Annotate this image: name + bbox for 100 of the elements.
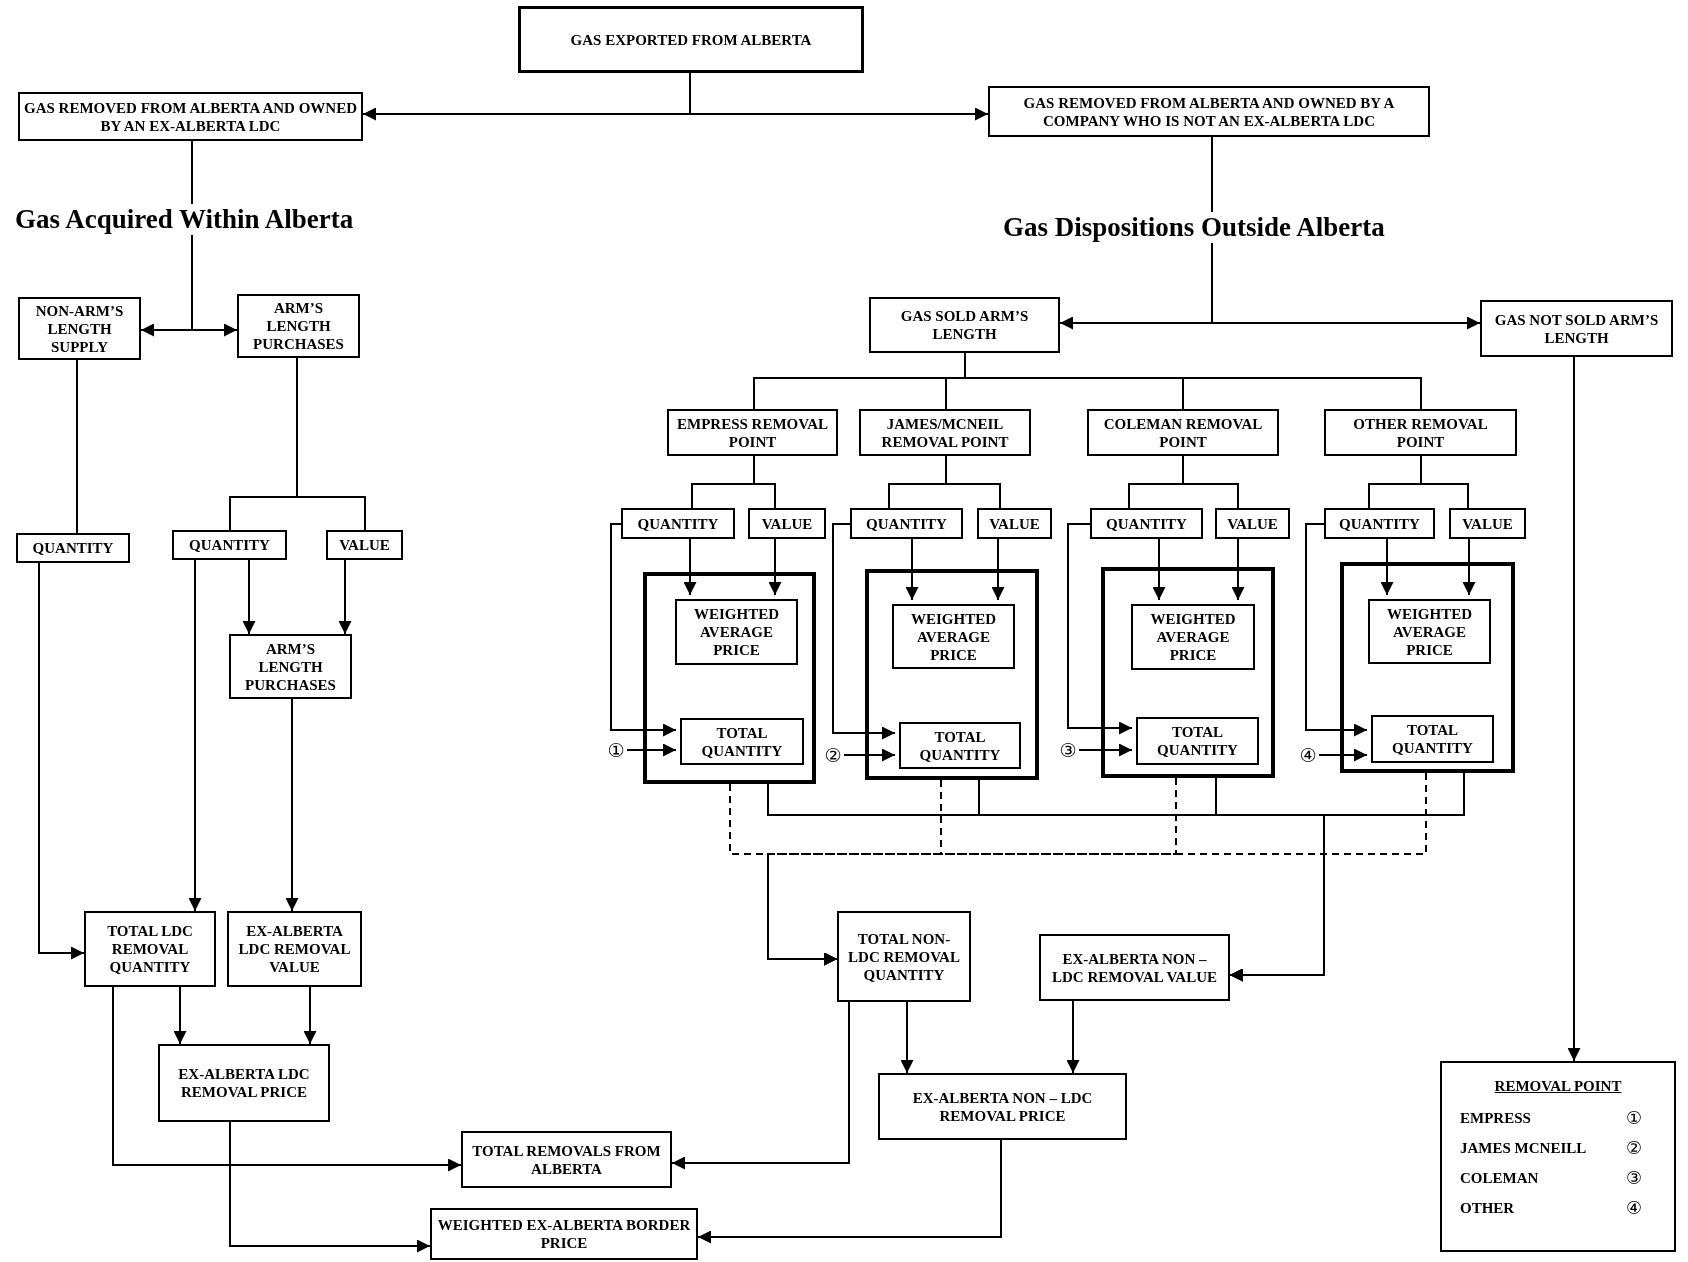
process-box [158,1044,330,1122]
process-box [1136,717,1259,765]
arrow [1152,538,1166,601]
box-label: NON-ARM’S LENGTH SUPPLY [34,301,125,356]
arrow [1229,772,1465,982]
box-label: EMPRESS REMOVAL POINT [676,414,829,451]
arrow [683,538,697,596]
box-label: JAMES/MCNEIL REMOVAL POINT [880,414,1010,451]
box-label: EX-ALBERTA LDC REMOVAL VALUE [237,922,352,976]
circled-number: ② [1626,1139,1644,1157]
process-box [1324,409,1517,456]
box-label: TOTAL QUANTITY [918,727,1002,764]
process-box [878,1073,1127,1140]
arrow [905,538,919,601]
circled-number: ④ [1626,1199,1644,1217]
arrow [112,986,462,1172]
circled-number: ③ [1057,739,1079,761]
arrow [303,986,317,1045]
box-label: QUANTITY [32,539,114,557]
arrow [689,72,989,121]
connector-line [1420,455,1469,509]
process-box [1090,508,1203,539]
connector-line [1182,455,1239,509]
process-box [859,409,1031,456]
point-name: EMPRESS [1460,1109,1532,1127]
box-label: VALUE [989,514,1040,533]
arrow [242,559,256,635]
process-box [18,297,141,360]
box-label: EX-ALBERTA NON – LDC REMOVAL PRICE [911,1088,1094,1125]
arrow [1066,1000,1080,1074]
box-label: GAS EXPORTED FROM ALBERTA [570,30,812,49]
arrow [229,1121,431,1253]
circled-number: ③ [1626,1169,1644,1187]
legend-heading: REMOVAL POINT [1493,1077,1623,1095]
process-box [899,722,1021,769]
arrow [832,523,896,740]
box-label: GAS REMOVED FROM ALBERTA AND OWNED BY A COMPANY WHO IS NOT AN EX-ALBERTA LDC [1022,93,1396,130]
box-label: TOTAL QUANTITY [1391,721,1474,757]
process-box [1215,508,1290,539]
box-label: EX-ALBERTA NON – LDC REMOVAL VALUE [1050,949,1218,986]
connector-line [964,352,1422,410]
arrow [991,538,1005,601]
box-label: WEIGHTED AVERAGE PRICE [910,609,997,664]
group-frame [1340,562,1515,773]
group-frame [643,572,816,784]
process-box [1324,508,1435,539]
box-label: VALUE [761,514,813,533]
process-box [850,508,963,539]
process-box [1449,508,1526,539]
process-box [18,92,363,141]
box-label: QUANTITY [1339,514,1420,533]
process-box [977,508,1052,539]
process-box [680,718,804,765]
arrow [38,562,85,960]
arrow [900,1001,914,1074]
arrow [697,1139,1002,1244]
section-heading: Gas Acquired Within Alberta [13,204,356,235]
box-label: ARM’S LENGTH PURCHASES [244,639,337,694]
process-box [229,634,352,699]
process-box [461,1131,672,1188]
circled-number: ② [822,744,844,766]
process-box [1368,599,1491,664]
box-label: COLEMAN REMOVAL POINT [1102,414,1264,451]
arrow [1305,523,1368,737]
connector-line [296,357,366,531]
box-label: VALUE [1462,514,1513,533]
connector-line [753,455,776,509]
circled-number: ① [1626,1109,1644,1127]
circled-number: ① [605,739,627,761]
process-box [837,911,971,1002]
process-box [748,508,826,539]
box-label: EX-ALBERTA LDC REMOVAL PRICE [177,1065,311,1101]
connector-line [76,359,78,534]
box-label: TOTAL QUANTITY [700,723,784,760]
box-label: VALUE [1227,514,1278,533]
process-box [16,533,130,563]
point-name: JAMES MCNEILL [1460,1139,1588,1157]
box-label: QUANTITY [866,514,947,533]
box-label: GAS NOT SOLD ARM’S LENGTH [1493,310,1660,347]
box-label: TOTAL NON-LDC REMOVAL QUANTITY [847,929,961,984]
box-label: WEIGHTED AVERAGE PRICE [1149,610,1237,664]
box-label: WEIGHTED AVERAGE PRICE [693,605,780,659]
point-name: OTHER [1460,1199,1516,1217]
box-label: QUANTITY [1106,514,1187,533]
arrow [338,559,352,635]
process-box [518,6,864,73]
process-box [326,530,403,560]
box-label: QUANTITY [637,514,719,533]
process-box [621,508,735,539]
section-heading: Gas Dispositions Outside Alberta [1001,212,1387,243]
arrow [671,1001,850,1170]
box-label: OTHER REMOVAL POINT [1352,414,1489,451]
process-box [1039,934,1230,1001]
box-label: TOTAL REMOVALS FROM ALBERTA [471,1141,662,1178]
box-label: WEIGHTED AVERAGE PRICE [1386,604,1473,659]
point-name: COLEMAN [1460,1169,1540,1187]
arrow [1567,356,1581,1062]
arrow [843,748,896,762]
arrow [188,559,202,912]
process-box [1480,300,1673,357]
